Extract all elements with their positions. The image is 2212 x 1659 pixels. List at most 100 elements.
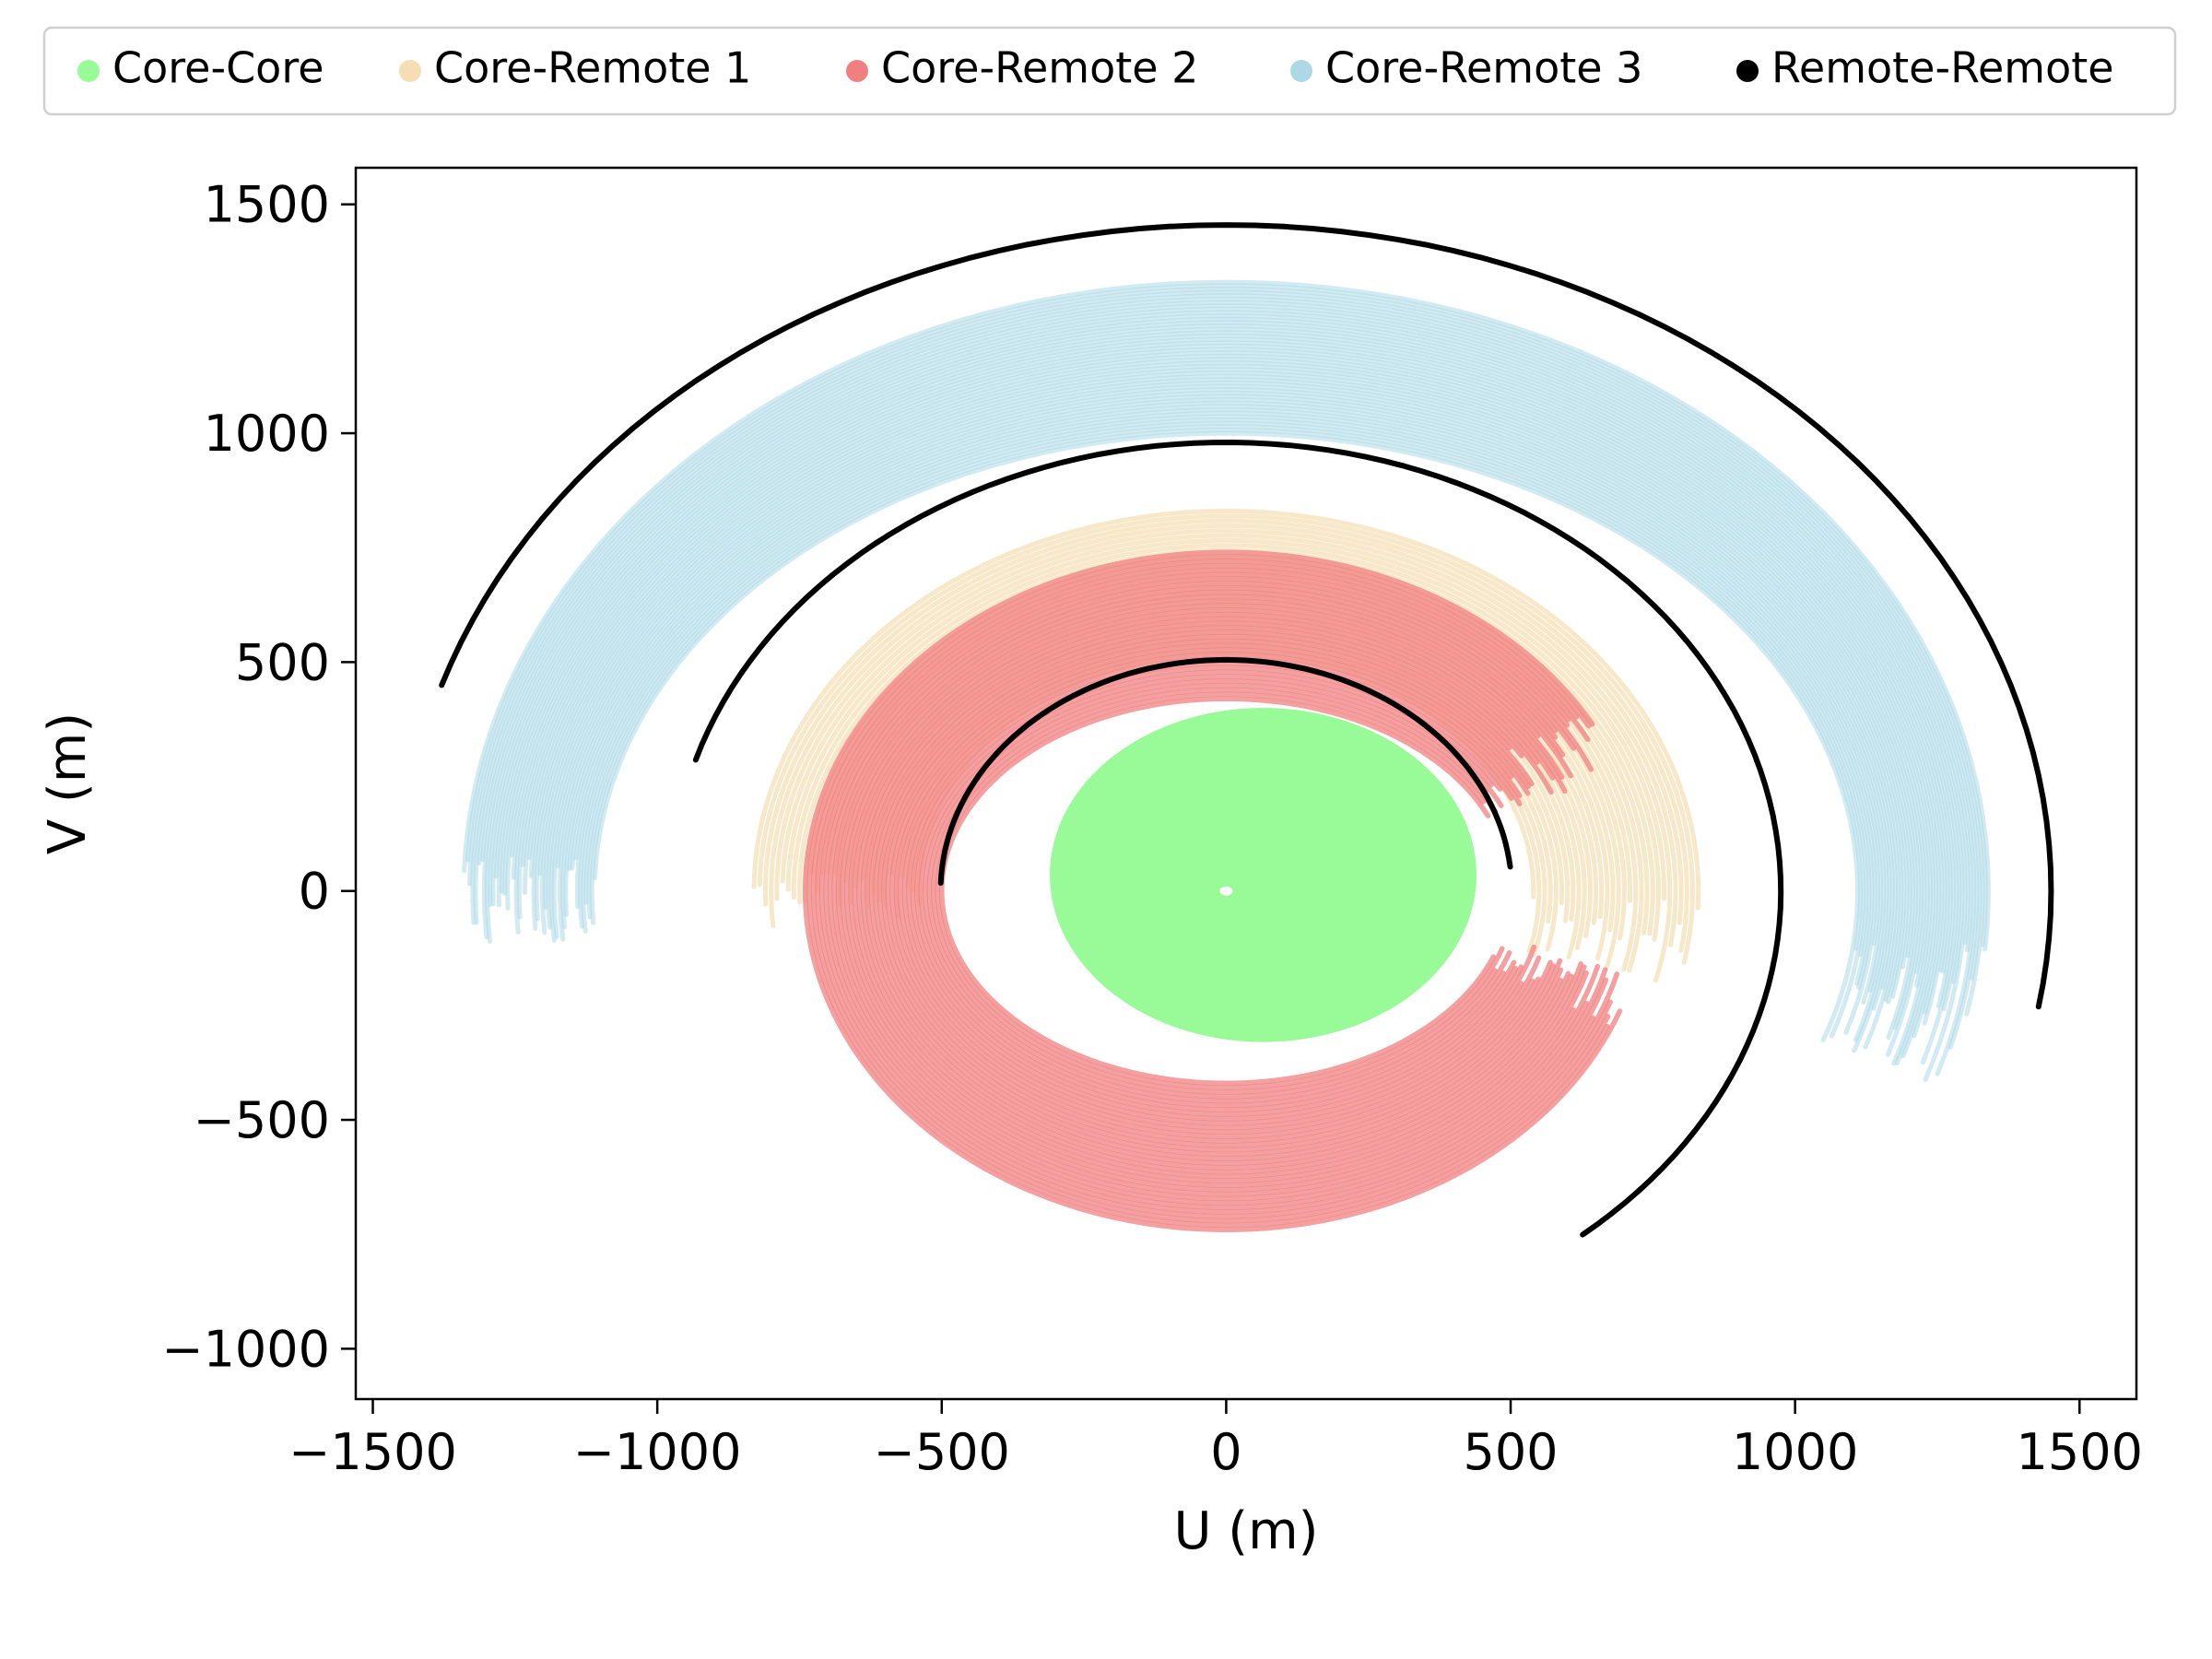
- x-tick-label: −1500: [288, 1423, 457, 1481]
- uv-track: [868, 620, 1564, 1161]
- uv-track: [531, 360, 1922, 1030]
- series-core-remote-3: [462, 279, 1992, 1082]
- uv-track: [511, 336, 1942, 1039]
- uv-track: [926, 682, 1512, 1100]
- uv-track: [467, 286, 1985, 1017]
- uv-track: [548, 380, 1904, 1003]
- legend-marker-core-core: [77, 60, 100, 82]
- series-remote-remote: [439, 222, 2054, 1238]
- uv-track: [910, 665, 1524, 1117]
- uv-track: [852, 603, 1587, 1180]
- uv-track: [577, 414, 1875, 990]
- uv-track: [780, 533, 1673, 983]
- uv-track: [505, 330, 1947, 1026]
- uv-track: [539, 371, 1912, 970]
- uv-track: [840, 589, 1601, 1193]
- uv-track: [848, 598, 1589, 1184]
- uv-track: [534, 363, 1919, 1041]
- uv-track: [520, 347, 1933, 1066]
- legend-item-remote-remote: Remote-Remote: [1736, 43, 2114, 93]
- uv-track: [856, 607, 1583, 1175]
- uv-track: [806, 554, 1610, 1229]
- uv-track: [914, 669, 1519, 1112]
- uv-track: [893, 647, 1535, 1135]
- plot-frame: [354, 166, 2138, 1401]
- uv-track: [791, 543, 1662, 942]
- uv-track: [496, 320, 1957, 1008]
- y-tick-label: −500: [194, 1091, 330, 1149]
- x-tick-label: 1500: [2017, 1423, 2143, 1481]
- x-tick-label: 500: [1463, 1423, 1558, 1481]
- x-tick-label: −500: [874, 1423, 1010, 1481]
- series-core-remote-2: [802, 549, 1623, 1232]
- series-core-core: [1050, 708, 1477, 1042]
- uv-track: [583, 420, 1869, 958]
- y-tick-label: 0: [299, 863, 330, 921]
- uv-track: [567, 400, 1887, 993]
- uv-track: [885, 638, 1553, 1144]
- y-tick-label: 1000: [204, 405, 330, 463]
- uv-track: [835, 584, 1590, 1197]
- uv-track: [873, 625, 1564, 1158]
- uv-track: [877, 629, 1563, 1153]
- uv-track: [499, 323, 1954, 974]
- uv-track: [815, 562, 1613, 1219]
- uv-track: [490, 313, 1962, 1012]
- legend-marker-core-remote-2: [846, 60, 868, 82]
- legend-label-core-core: Core-Core: [112, 43, 324, 93]
- legend-item-core-remote-2: Core-Remote 2: [846, 43, 1198, 93]
- uv-track: [757, 513, 1695, 965]
- uv-track: [785, 537, 1667, 901]
- legend-item-core-remote-3: Core-Remote 3: [1290, 43, 1642, 93]
- uv-track: [831, 581, 1608, 1202]
- y-axis-label: V (m): [38, 712, 98, 854]
- uv-track: [479, 300, 1974, 953]
- legend-label-core-remote-1: Core-Remote 1: [434, 43, 751, 93]
- uv-track: [462, 279, 1992, 952]
- uv-track: [509, 333, 1945, 1015]
- plot-area: [439, 222, 2054, 1238]
- uv-track: [555, 387, 1899, 991]
- legend-marker-core-remote-3: [1290, 60, 1312, 82]
- uv-track: [939, 696, 1497, 1087]
- uv-track: [827, 576, 1609, 1206]
- x-tick-label: 0: [1210, 1423, 1241, 1481]
- uv-track: [931, 687, 1499, 1095]
- uv-track: [485, 306, 1968, 1082]
- uv-track: [923, 678, 1506, 1104]
- uv-track: [473, 293, 1980, 1050]
- uv-track: [581, 417, 1872, 986]
- x-tick-label: 1000: [1732, 1423, 1858, 1481]
- uv-track: [559, 394, 1892, 1053]
- uv-track: [493, 316, 1959, 1065]
- uv-track: [774, 528, 1678, 947]
- uv-track: [470, 289, 1983, 981]
- uv-track: [823, 571, 1596, 1210]
- uv-track: [563, 397, 1889, 1042]
- uv-track: [881, 633, 1557, 1148]
- y-tick-label: 500: [235, 633, 330, 691]
- core-core-region: [1050, 708, 1477, 1042]
- uv-track: [574, 410, 1877, 1035]
- uv-track: [488, 310, 1965, 984]
- x-tick-label: −1000: [573, 1423, 742, 1481]
- legend-marker-remote-remote: [1736, 60, 1759, 82]
- uv-track: [537, 367, 1915, 959]
- legend-box: [42, 26, 2177, 116]
- uv-track: [526, 353, 1927, 974]
- remote-remote-track: [692, 439, 1784, 1238]
- uv-track: [465, 283, 1988, 947]
- uv-track: [889, 642, 1541, 1139]
- legend-marker-core-remote-1: [399, 60, 421, 82]
- legend-item-core-remote-1: Core-Remote 1: [399, 43, 751, 93]
- uv-track: [769, 524, 1684, 929]
- uv-track: [810, 559, 1611, 1224]
- x-axis-label: U (m): [1173, 1501, 1318, 1561]
- uv-track: [502, 326, 1950, 973]
- remote-remote-track: [439, 222, 2054, 1010]
- x-axis: −1500 −1000 −500 0 500 1000 1500: [288, 1399, 2143, 1481]
- uv-track: [477, 296, 1977, 1077]
- legend-label-core-remote-3: Core-Remote 3: [1325, 43, 1642, 93]
- legend-label-core-remote-2: Core-Remote 2: [881, 43, 1198, 93]
